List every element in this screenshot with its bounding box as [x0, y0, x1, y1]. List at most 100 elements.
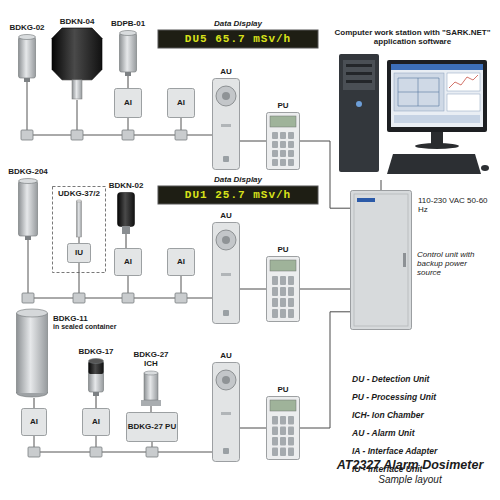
cabinet-lock [403, 253, 406, 267]
interface-adapter: AI [167, 88, 195, 118]
keypad-key [280, 159, 286, 166]
text-group: AI [82, 408, 110, 436]
diagram-title: AT2327 Alarm Dosimeter [322, 458, 498, 473]
keypad-key [272, 298, 278, 307]
junction-box [146, 447, 158, 457]
cable-connector [128, 76, 129, 88]
screen-panel [447, 73, 480, 91]
monitor-screen [391, 64, 483, 127]
legend-row: DU - Detection Unit [352, 368, 437, 386]
detector-connector [24, 78, 30, 82]
detector-body [19, 37, 36, 78]
keypad-key [288, 276, 294, 285]
device-label: UDKG-37/2 [52, 189, 106, 198]
drop-cable [128, 276, 129, 293]
device-illustration [335, 48, 490, 180]
cabinet-logo [357, 198, 375, 202]
text-group: BDKG-02 [9, 23, 44, 32]
chamber-body [144, 373, 158, 400]
detector-node: BDKG-11in sealed container [16, 308, 48, 398]
device-illustration [350, 190, 412, 330]
keypad-key [288, 150, 294, 157]
adapter-box [115, 89, 142, 118]
mouse [481, 165, 489, 171]
dashed-outline [53, 187, 106, 273]
text-group: BDPB-01 [111, 19, 145, 28]
text-group: DU5 65.7 mSv/h [158, 30, 318, 48]
keypad-key [272, 416, 278, 425]
container-top [17, 309, 48, 317]
device-label: AI [177, 257, 185, 266]
alarm-speaker-core [222, 376, 230, 384]
legend-text: AU - Alarm Unit [352, 428, 415, 438]
keypad-key [272, 309, 278, 318]
adapter-box [115, 249, 142, 276]
keypad-key [280, 448, 286, 457]
cable-connector [96, 396, 97, 408]
screen-panel [447, 94, 480, 111]
text-group: BDKG-204 [8, 167, 48, 176]
keypad-key [272, 437, 278, 446]
device-label: BDKG-27 PU [128, 422, 176, 431]
junction-box [122, 130, 134, 140]
device-label: AU [220, 211, 232, 220]
detector-body [52, 28, 102, 80]
data-display: Data DisplayDU5 65.7 mSv/h [158, 30, 318, 48]
text-group: AU [220, 67, 232, 76]
detector-node: BDKG-02 [18, 34, 36, 82]
interface-adapter: AI [82, 408, 110, 436]
keypad-key [272, 141, 278, 148]
keypad-key [272, 132, 278, 139]
container-body [17, 313, 48, 393]
text-group: AI [167, 248, 195, 276]
legend-row: IA - Interface Adapter [352, 440, 437, 458]
drop-cable [27, 82, 28, 130]
adapter-box [168, 249, 195, 276]
detector-node: BDKG-17 [88, 358, 104, 396]
chamber-top [144, 371, 158, 375]
device-label: Computer work station with "SARK.NET" ap… [333, 28, 493, 46]
alarm-lamp [223, 448, 229, 454]
container-side [16, 313, 17, 393]
adapter-box [83, 409, 110, 436]
pc-drive-slot [346, 80, 372, 83]
alarm-panel [213, 79, 240, 170]
detector-node: BDKN-02 [117, 192, 135, 234]
alarm-unit: AU [212, 362, 240, 462]
pc-tower-front [343, 60, 375, 90]
keypad-key [288, 141, 294, 148]
cable-connector [240, 141, 266, 142]
detector-node: BDKG-204 [18, 178, 38, 240]
probe-body [77, 201, 82, 237]
text-group: PU [277, 101, 288, 110]
device-label: PU [277, 101, 288, 110]
device-label: AU [220, 351, 232, 360]
pc-drive-slot [346, 64, 372, 67]
drop-cable [181, 118, 182, 130]
text-group: PU [277, 245, 288, 254]
probe-cable [79, 237, 80, 243]
led-readout: DU1 25.7 mSv/h [185, 189, 291, 202]
device-label: BDKG-204 [8, 167, 48, 176]
monitor-stand [431, 132, 443, 144]
detector-top [19, 179, 38, 184]
screen-titlebar [391, 64, 483, 70]
junction-box [90, 447, 102, 457]
alarm-strip [221, 412, 231, 415]
processing-unit: PU [266, 396, 300, 460]
keypad-key [280, 427, 286, 436]
drop-cable [96, 436, 97, 447]
cable-connector [300, 289, 350, 290]
adapter-box [168, 89, 195, 118]
keypad-key [288, 437, 294, 446]
keypad-key [288, 159, 294, 166]
keypad-key [272, 276, 278, 285]
text-group: BDKG-17 [78, 347, 113, 356]
device-label: AU [220, 67, 232, 76]
drop-cable [128, 118, 129, 130]
detector-base [122, 226, 130, 234]
device-illustration [141, 370, 161, 406]
text-group: AU [220, 351, 232, 360]
text-group: PU [277, 385, 288, 394]
alarm-speaker [216, 370, 236, 390]
